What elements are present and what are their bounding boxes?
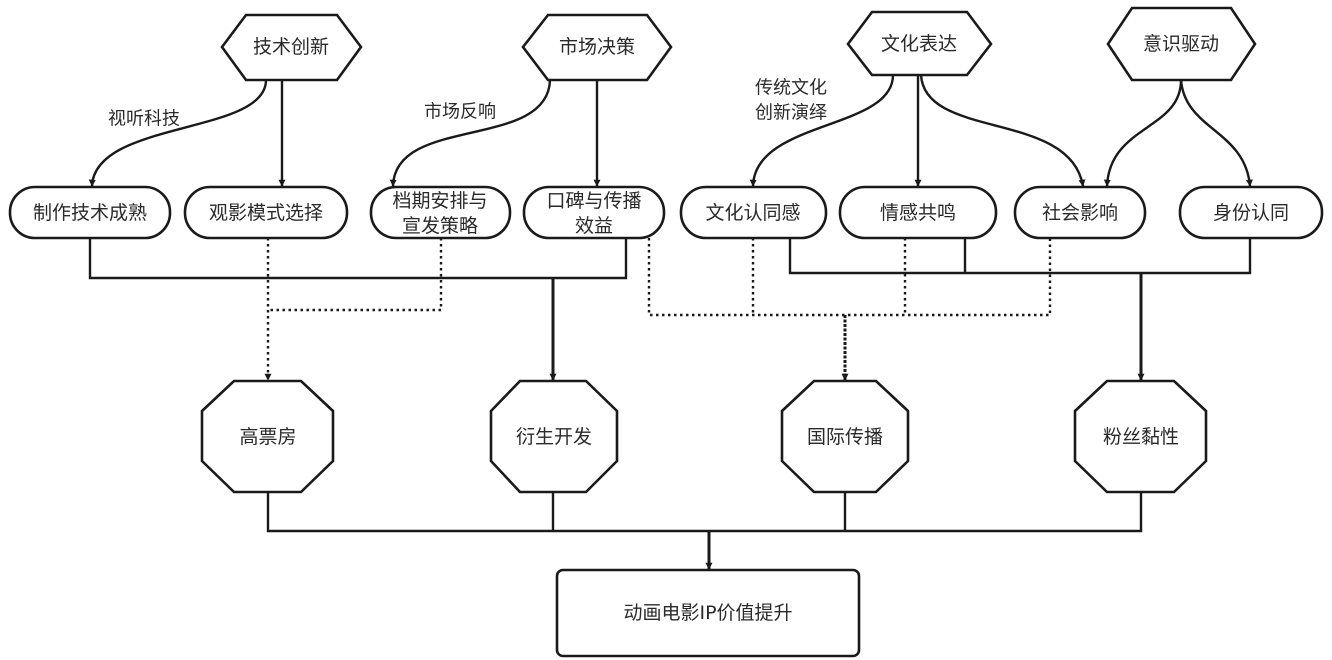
- driver-culture[interactable]: 文化表达: [846, 10, 993, 77]
- factor-resonance[interactable]: 情感共鸣: [838, 185, 998, 240]
- edge-awareness-self-identity: [1179, 79, 1253, 187]
- edge-to-derivatives: [88, 238, 628, 280]
- outcome-derivatives[interactable]: 衍生开发: [489, 379, 619, 494]
- edge-label-av-tech: 视听科技: [108, 109, 180, 130]
- factor-wordofmouth[interactable]: 口碑与传播 效益: [522, 185, 666, 240]
- result-label: 动画电影IP价值提升: [623, 602, 792, 624]
- driver-market-label: 市场决策: [559, 36, 635, 58]
- factor-schedule-label-line1: 档期安排与: [392, 190, 487, 212]
- edges-top: [88, 74, 1253, 187]
- factor-self-identity[interactable]: 身份认同: [1178, 185, 1324, 240]
- factor-schedule-label-line2: 宣发策略: [402, 215, 478, 237]
- outcome-fans[interactable]: 粉丝黏性: [1073, 379, 1208, 494]
- driver-awareness[interactable]: 意识驱动: [1106, 6, 1257, 82]
- edge-culture-social-impact: [919, 74, 1086, 187]
- factor-production[interactable]: 制作技术成熟: [8, 185, 172, 240]
- edge-tech-production: [88, 79, 268, 187]
- factor-production-label: 制作技术成熟: [33, 202, 147, 224]
- factor-social-impact-label: 社会影响: [1042, 202, 1118, 224]
- edge-label-tradition-line2: 创新演绎: [755, 103, 827, 124]
- driver-awareness-label: 意识驱动: [1143, 33, 1219, 55]
- edge-awareness-social-impact: [1103, 79, 1183, 187]
- edges-bottom: [266, 492, 1143, 570]
- outcome-boxoffice[interactable]: 高票房: [200, 379, 335, 494]
- outcome-fans-label: 粉丝黏性: [1103, 426, 1179, 448]
- driver-tech[interactable]: 技术创新: [220, 13, 363, 82]
- outcome-boxoffice-label: 高票房: [239, 426, 296, 448]
- factor-social-impact[interactable]: 社会影响: [1013, 185, 1147, 240]
- factor-cultural-identity-label: 文化认同感: [705, 202, 800, 224]
- outcome-international[interactable]: 国际传播: [780, 379, 910, 494]
- driver-tech-label: 技术创新: [253, 36, 329, 58]
- edge-to-fans: [788, 238, 1252, 275]
- result-box[interactable]: 动画电影IP价值提升: [555, 568, 861, 658]
- outcome-international-label: 国际传播: [807, 426, 883, 448]
- factor-resonance-label: 情感共鸣: [880, 202, 956, 224]
- edge-label-market-response: 市场反响: [424, 102, 496, 123]
- factor-schedule[interactable]: 档期安排与 宣发策略: [369, 185, 512, 240]
- edge-to-boxoffice: [268, 238, 443, 312]
- driver-culture-label: 文化表达: [881, 33, 957, 55]
- driver-market[interactable]: 市场决策: [521, 13, 673, 82]
- factor-self-identity-label: 身份认同: [1213, 202, 1289, 224]
- outcome-derivatives-label: 衍生开发: [516, 426, 592, 448]
- edge-culture-cultural-identity: [749, 74, 895, 187]
- factor-wordofmouth-label-line1: 口碑与传播: [546, 190, 641, 212]
- factor-cultural-identity[interactable]: 文化认同感: [679, 185, 828, 240]
- edges-middle: [88, 238, 1252, 381]
- edge-label-tradition-line1: 传统文化: [755, 78, 827, 99]
- factor-wordofmouth-label-line2: 效益: [575, 215, 613, 237]
- edge-market-schedule: [389, 79, 552, 187]
- factor-viewing[interactable]: 观影模式选择: [183, 185, 349, 240]
- edge-outcomes-bus: [266, 492, 1143, 533]
- factor-viewing-label: 观影模式选择: [209, 202, 323, 224]
- edge-to-international: [647, 238, 1052, 317]
